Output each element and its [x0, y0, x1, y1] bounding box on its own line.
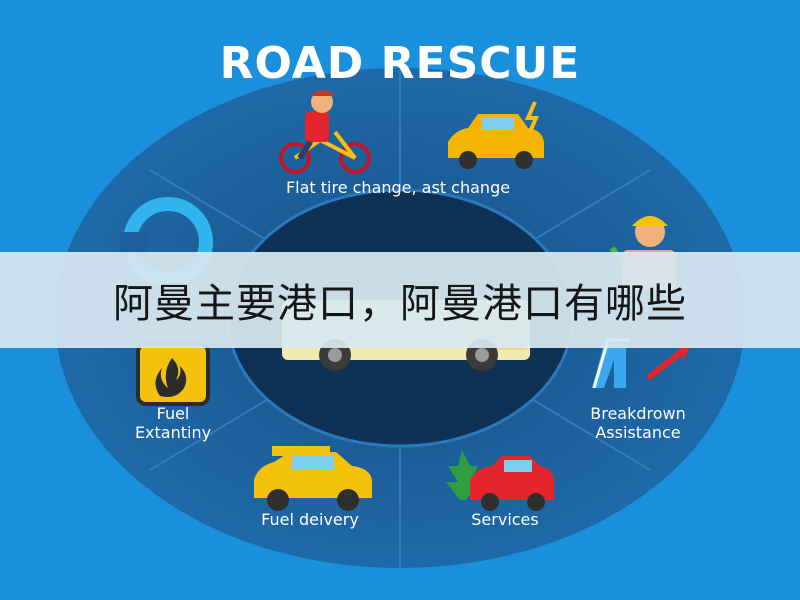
red-car-icon [446, 450, 554, 511]
segment-label-line: Flat tire change, ast change [285, 178, 511, 197]
ring-dividers [149, 70, 651, 568]
yellow-car-icon [448, 101, 544, 169]
segment-label-line: Fuel deivery [261, 510, 359, 529]
segment-label-services: Services [440, 510, 570, 529]
overlay-banner: 阿曼主要港口，阿曼港口有哪些 [0, 252, 800, 348]
segment-label-line: Services [471, 510, 539, 529]
segment-label-fuel-delivery: Fuel deivery [230, 510, 390, 529]
taxi-icon [254, 446, 372, 511]
fuel-can-icon [136, 342, 210, 406]
segment-label-fuel: Fuel Extantiny [108, 404, 238, 442]
segment-label-line: Extantiny [134, 423, 212, 442]
segment-label-tire-change: Flat tire change, ast change [238, 178, 558, 197]
segment-label-line: Breakdrown [590, 404, 686, 423]
segment-label-line: Assistance [595, 423, 681, 442]
banner-text: 阿曼主要港口，阿曼港口有哪些 [113, 281, 687, 327]
segment-label-line: Fuel [156, 404, 190, 423]
page-title: ROAD RESCUE [219, 38, 581, 89]
segment-label-breakdown: Breakdrown Assistance [558, 404, 718, 442]
cyclist-icon [279, 90, 371, 174]
